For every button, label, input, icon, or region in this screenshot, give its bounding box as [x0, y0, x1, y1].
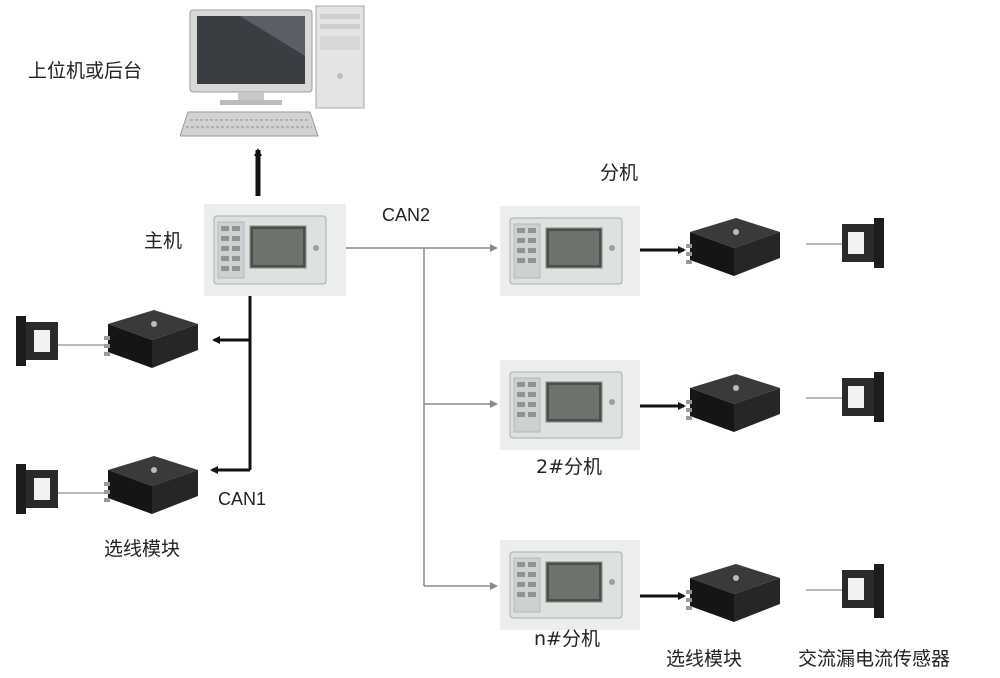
line-select-module-right-n: [686, 564, 780, 622]
sensor-label: 交流漏电流传感器: [798, 648, 951, 670]
host-pc-label: 上位机或后台: [28, 60, 143, 82]
slave-1-label: 分机: [600, 162, 639, 184]
leakage-sensor-right-1: [842, 218, 884, 268]
host-computer: [180, 5, 365, 137]
leakage-sensor-right-n: [842, 564, 884, 618]
leakage-sensor-right-2: [842, 372, 884, 422]
slave-n-label: n#分机: [534, 628, 600, 650]
can1-label: CAN1: [218, 489, 267, 509]
slave-unit-2: [500, 360, 640, 450]
line-select-module-right-1: [686, 218, 780, 276]
slave-unit-1: [500, 206, 640, 296]
module-left-label: 选线模块: [104, 538, 181, 560]
master-unit: [204, 204, 346, 296]
line-select-module-right-2: [686, 374, 780, 432]
line-select-module-left-1: [104, 310, 198, 368]
can2-label: CAN2: [382, 205, 431, 225]
slave-unit-n: [500, 540, 640, 630]
module-bottom-label: 选线模块: [666, 648, 743, 670]
master-label: 主机: [144, 230, 183, 252]
leakage-sensor-left-2: [16, 464, 58, 514]
line-select-module-left-2: [104, 456, 198, 514]
leakage-sensor-left-1: [16, 316, 58, 366]
slave-2-label: 2#分机: [536, 456, 603, 478]
